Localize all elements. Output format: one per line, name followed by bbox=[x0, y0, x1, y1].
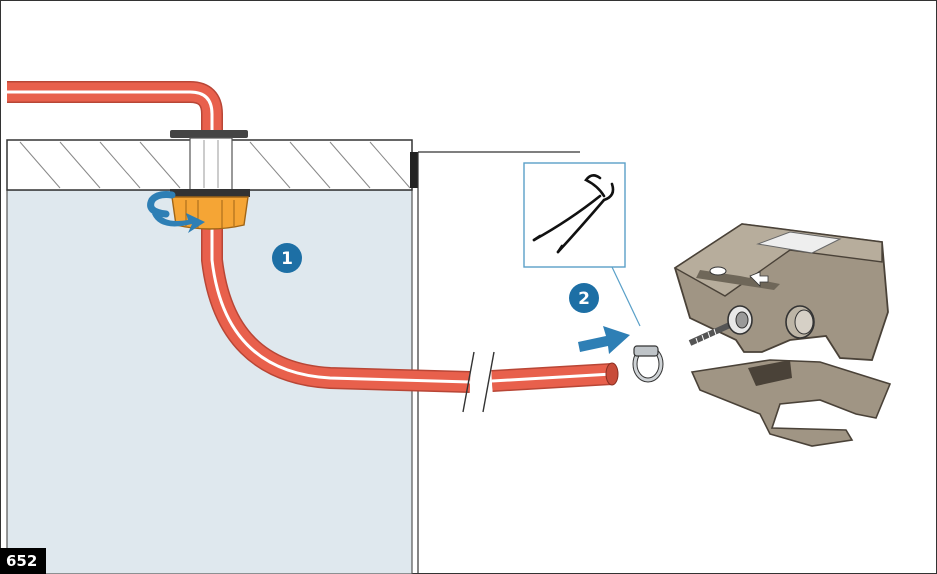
figure-number-label: 652 bbox=[0, 548, 46, 574]
step-badge-1: 1 bbox=[272, 243, 302, 273]
machine-base bbox=[690, 359, 892, 447]
machine-arrow-symbol-icon bbox=[749, 271, 769, 287]
step-number-2: 2 bbox=[578, 289, 590, 309]
push-arrow-icon bbox=[578, 326, 630, 354]
machine-symbol-icon bbox=[709, 266, 727, 276]
coffee-machine bbox=[673, 223, 892, 447]
machine-label-panel bbox=[756, 231, 842, 254]
step-badge-2: 2 bbox=[569, 283, 599, 313]
pliers-callout bbox=[523, 162, 641, 327]
machine-knob bbox=[785, 305, 815, 339]
callout-pointer bbox=[611, 266, 641, 327]
hose-break-marks bbox=[462, 351, 495, 413]
counter-outline bbox=[417, 151, 580, 574]
lid-hatching bbox=[19, 141, 411, 189]
hose-fitting bbox=[170, 130, 250, 197]
hose bbox=[7, 81, 619, 393]
step-number-1: 1 bbox=[281, 249, 293, 269]
hose-end bbox=[605, 362, 619, 386]
rotate-arrow-icon bbox=[147, 191, 205, 233]
pliers-icon bbox=[532, 174, 615, 254]
lid-edge bbox=[410, 152, 418, 188]
hose-clamp-icon bbox=[632, 345, 664, 383]
hose-connector bbox=[688, 305, 753, 346]
machine-opening bbox=[748, 360, 792, 386]
